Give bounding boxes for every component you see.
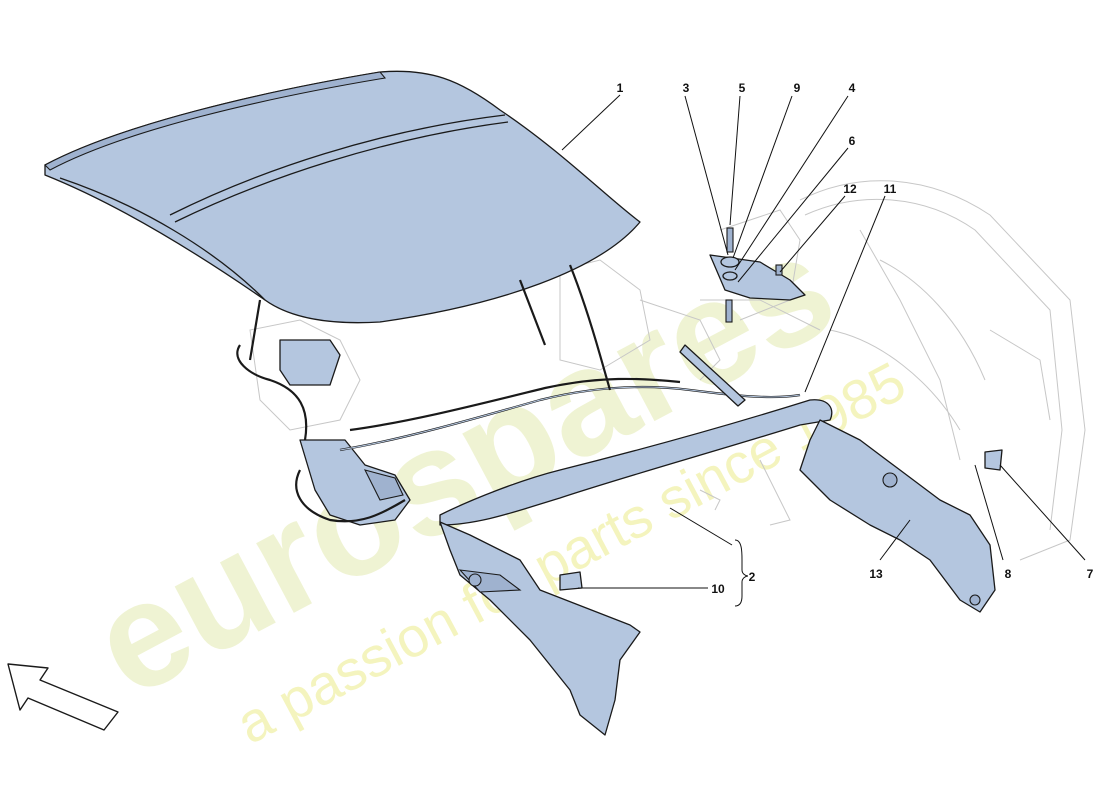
callout-12: 12 — [843, 182, 857, 196]
leader-lines — [561, 94, 1086, 607]
callout-5: 5 — [739, 81, 746, 95]
callout-9: 9 — [794, 81, 801, 95]
roof-panel — [44, 70, 641, 324]
callout-8: 8 — [1005, 567, 1012, 581]
left-hinge-assembly — [236, 299, 411, 526]
callout-13: 13 — [869, 567, 883, 581]
direction-arrow-icon — [7, 663, 119, 731]
callout-7: 7 — [1087, 567, 1094, 581]
callout-11: 11 — [884, 182, 897, 196]
callout-3: 3 — [683, 81, 690, 95]
callout-4: 4 — [849, 81, 856, 95]
callout-2: 2 — [749, 570, 756, 584]
callout-10: 10 — [711, 582, 725, 596]
callout-labels: 1 2 3 4 5 6 7 8 9 10 11 12 13 — [617, 81, 1094, 596]
callout-6: 6 — [849, 134, 856, 148]
body-structure-outline — [249, 180, 1086, 561]
callout-1: 1 — [617, 81, 624, 95]
tonneau-frame — [439, 399, 1003, 736]
center-bracket — [679, 227, 806, 407]
